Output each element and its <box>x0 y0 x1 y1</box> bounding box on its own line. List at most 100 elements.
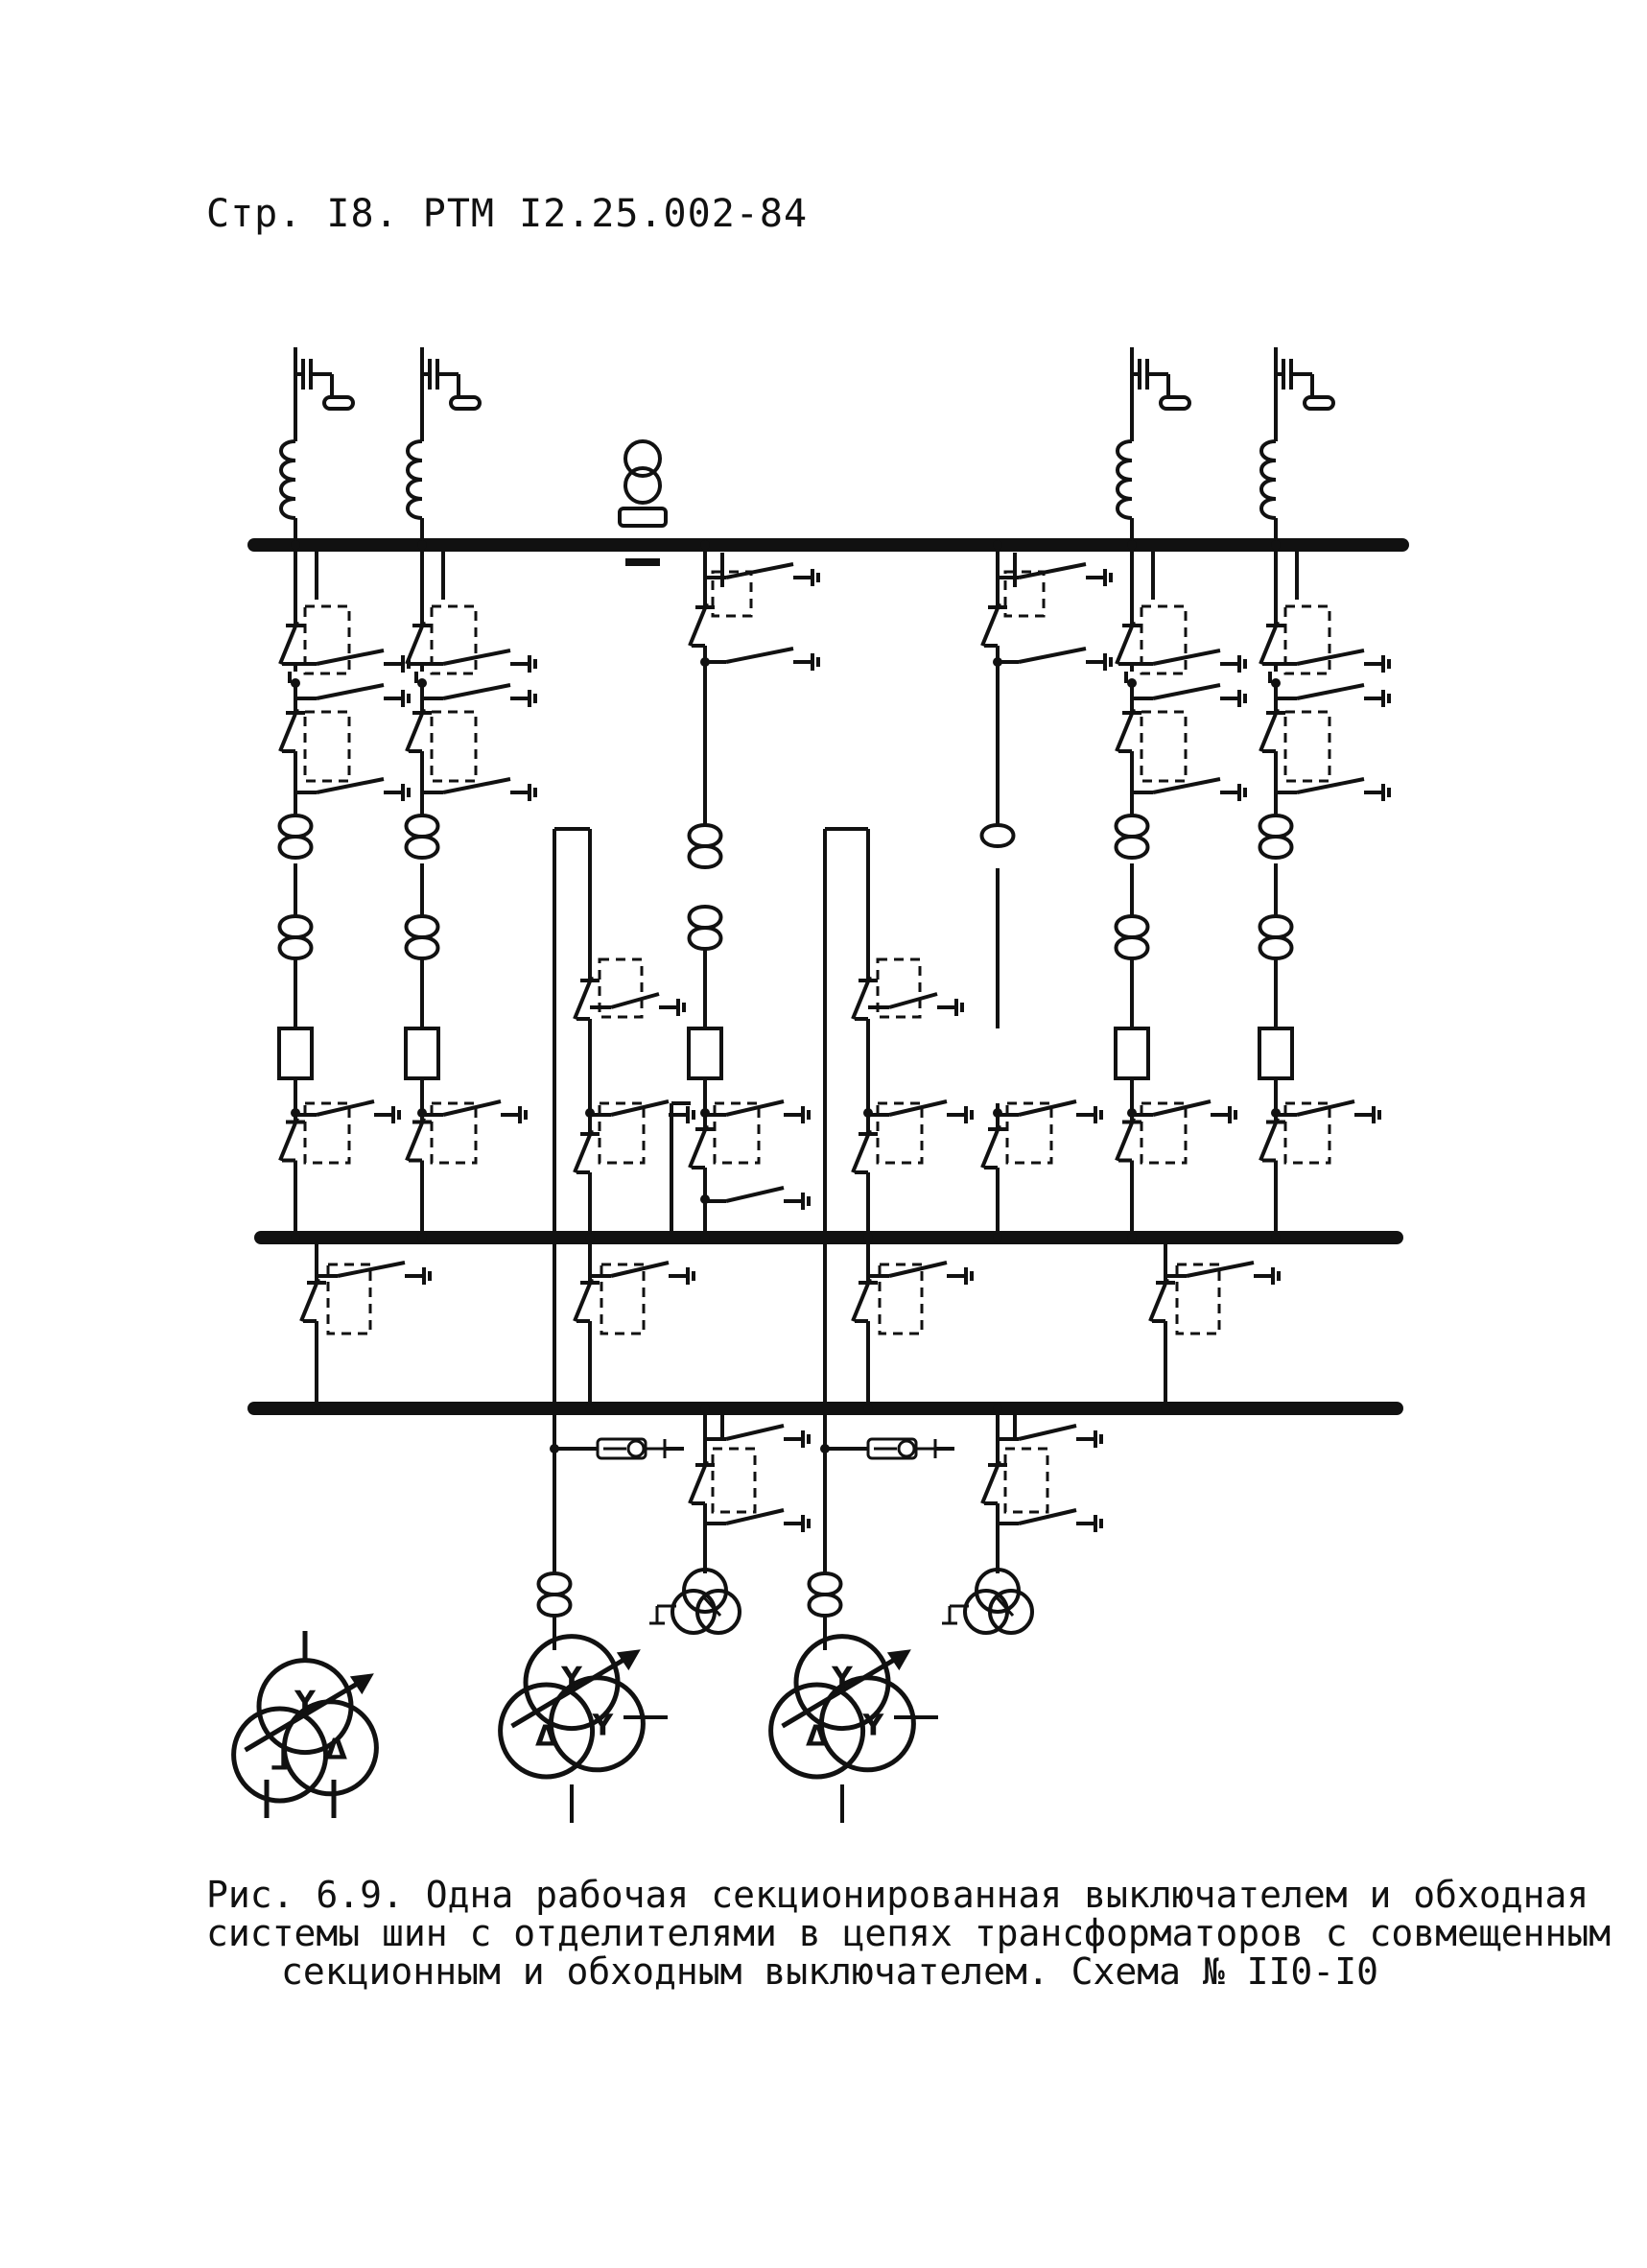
interlock-box <box>430 1101 478 1165</box>
interlock-box <box>1003 1447 1049 1514</box>
current-transformer <box>687 905 723 951</box>
disconnector <box>405 614 432 672</box>
disconnector <box>278 1094 305 1185</box>
ground-icon <box>1094 1106 1103 1123</box>
interlock-box <box>598 1101 646 1165</box>
ground-icon <box>1237 784 1247 801</box>
circuit-breaker <box>277 1027 314 1080</box>
interlock-box <box>1283 1101 1331 1165</box>
separator <box>866 1437 937 1460</box>
ground-icon <box>528 655 537 673</box>
earthing-switch <box>998 1508 1103 1532</box>
disconnector <box>851 959 878 1036</box>
interlock-box <box>1140 1101 1188 1165</box>
circuit-breaker <box>1114 1027 1150 1080</box>
disconnector <box>278 683 305 777</box>
junction-dot <box>1127 1233 1137 1242</box>
earthing-switch <box>1276 649 1391 673</box>
winding-label: Y <box>560 1662 583 1695</box>
ground-icon <box>1103 569 1113 586</box>
junction-dot <box>1271 1233 1281 1242</box>
interlock-box <box>1005 1101 1053 1165</box>
interlock-box <box>1140 710 1188 783</box>
earthing-switch <box>998 647 1113 671</box>
earthing-switch <box>705 647 820 671</box>
disconnector <box>1259 683 1285 777</box>
line-entry <box>420 347 482 441</box>
earthing-switch <box>868 992 964 1016</box>
earthing-switch <box>705 1424 811 1448</box>
disconnector <box>405 683 432 777</box>
junction-dot <box>291 1233 300 1242</box>
earthing-switch <box>1165 1261 1281 1285</box>
earthing-switch <box>998 1424 1103 1448</box>
disconnector <box>688 1103 715 1190</box>
interlock-box <box>1283 604 1331 675</box>
ground-icon <box>528 690 537 707</box>
winding-label: ⅃ <box>271 1744 289 1778</box>
ground-icon <box>401 690 411 707</box>
winding-label: Y <box>294 1686 317 1719</box>
ground-icon <box>1381 690 1391 707</box>
ground-icon <box>964 1106 974 1123</box>
disconnector <box>1259 614 1285 672</box>
page-header: Стр. I8. РТМ I2.25.002-84 <box>206 192 809 236</box>
earthing-switch <box>1132 1099 1237 1123</box>
wiring <box>288 518 1299 1823</box>
auxiliary-transformer <box>649 1568 741 1635</box>
interlock-box <box>1003 570 1046 618</box>
interlock-box <box>878 1263 924 1335</box>
circuit-breaker <box>687 1027 723 1080</box>
current-transformer <box>979 823 1016 848</box>
ground-icon <box>518 1106 528 1123</box>
ground-icon <box>801 1193 811 1210</box>
earthing-switch <box>1132 777 1247 801</box>
junction-dot <box>993 1233 1002 1242</box>
interlock-box <box>876 957 922 1019</box>
earthing-switch <box>705 1508 811 1532</box>
winding-label: Y <box>831 1662 854 1695</box>
ground-icon <box>1228 1106 1237 1123</box>
disconnector <box>1259 1094 1285 1185</box>
current-transformer <box>404 914 440 960</box>
winding-label: Δ <box>325 1733 348 1766</box>
ground-icon <box>528 784 537 801</box>
winding-label: Δ <box>806 1720 829 1754</box>
earthing-switch <box>705 1099 811 1123</box>
ground-icon <box>1381 784 1391 801</box>
current-transformer <box>1258 814 1294 860</box>
current-transformer <box>1114 914 1150 960</box>
figure-caption: Рис. 6.9. Одна рабочая секционированная … <box>206 1876 1611 1991</box>
interlock-box <box>326 1263 372 1335</box>
earthing-switch <box>1276 777 1391 801</box>
current-transformer <box>1114 814 1150 860</box>
ground-icon <box>401 784 411 801</box>
earthing-switch <box>590 1261 695 1285</box>
disconnector <box>573 1257 600 1343</box>
disconnector <box>980 1103 1007 1190</box>
three-winding-transformer <box>768 1634 916 1780</box>
disconnector <box>980 1439 1007 1525</box>
ground-icon <box>1103 653 1113 671</box>
earthing-switch <box>1276 683 1391 707</box>
interlock-box <box>303 1101 351 1165</box>
earthing-switch <box>1132 649 1247 673</box>
line-reactor <box>279 439 296 520</box>
earthing-switch <box>317 1261 432 1285</box>
winding-label: Y <box>592 1709 615 1742</box>
voltage-transformer <box>618 439 668 566</box>
earthing-switch <box>295 683 411 707</box>
disconnector <box>1115 614 1141 672</box>
disconnector <box>851 1257 878 1343</box>
interlock-box <box>1140 604 1188 675</box>
disconnector <box>405 1094 432 1185</box>
disconnector <box>851 1113 878 1190</box>
ground-icon <box>964 1267 974 1285</box>
earthing-switch <box>868 1099 974 1123</box>
interlock-box <box>430 604 478 675</box>
current-transformer <box>1258 914 1294 960</box>
three-winding-transformer <box>231 1658 379 1804</box>
line-reactor <box>406 439 423 520</box>
ground-icon <box>811 569 820 586</box>
ground-icon <box>1237 690 1247 707</box>
